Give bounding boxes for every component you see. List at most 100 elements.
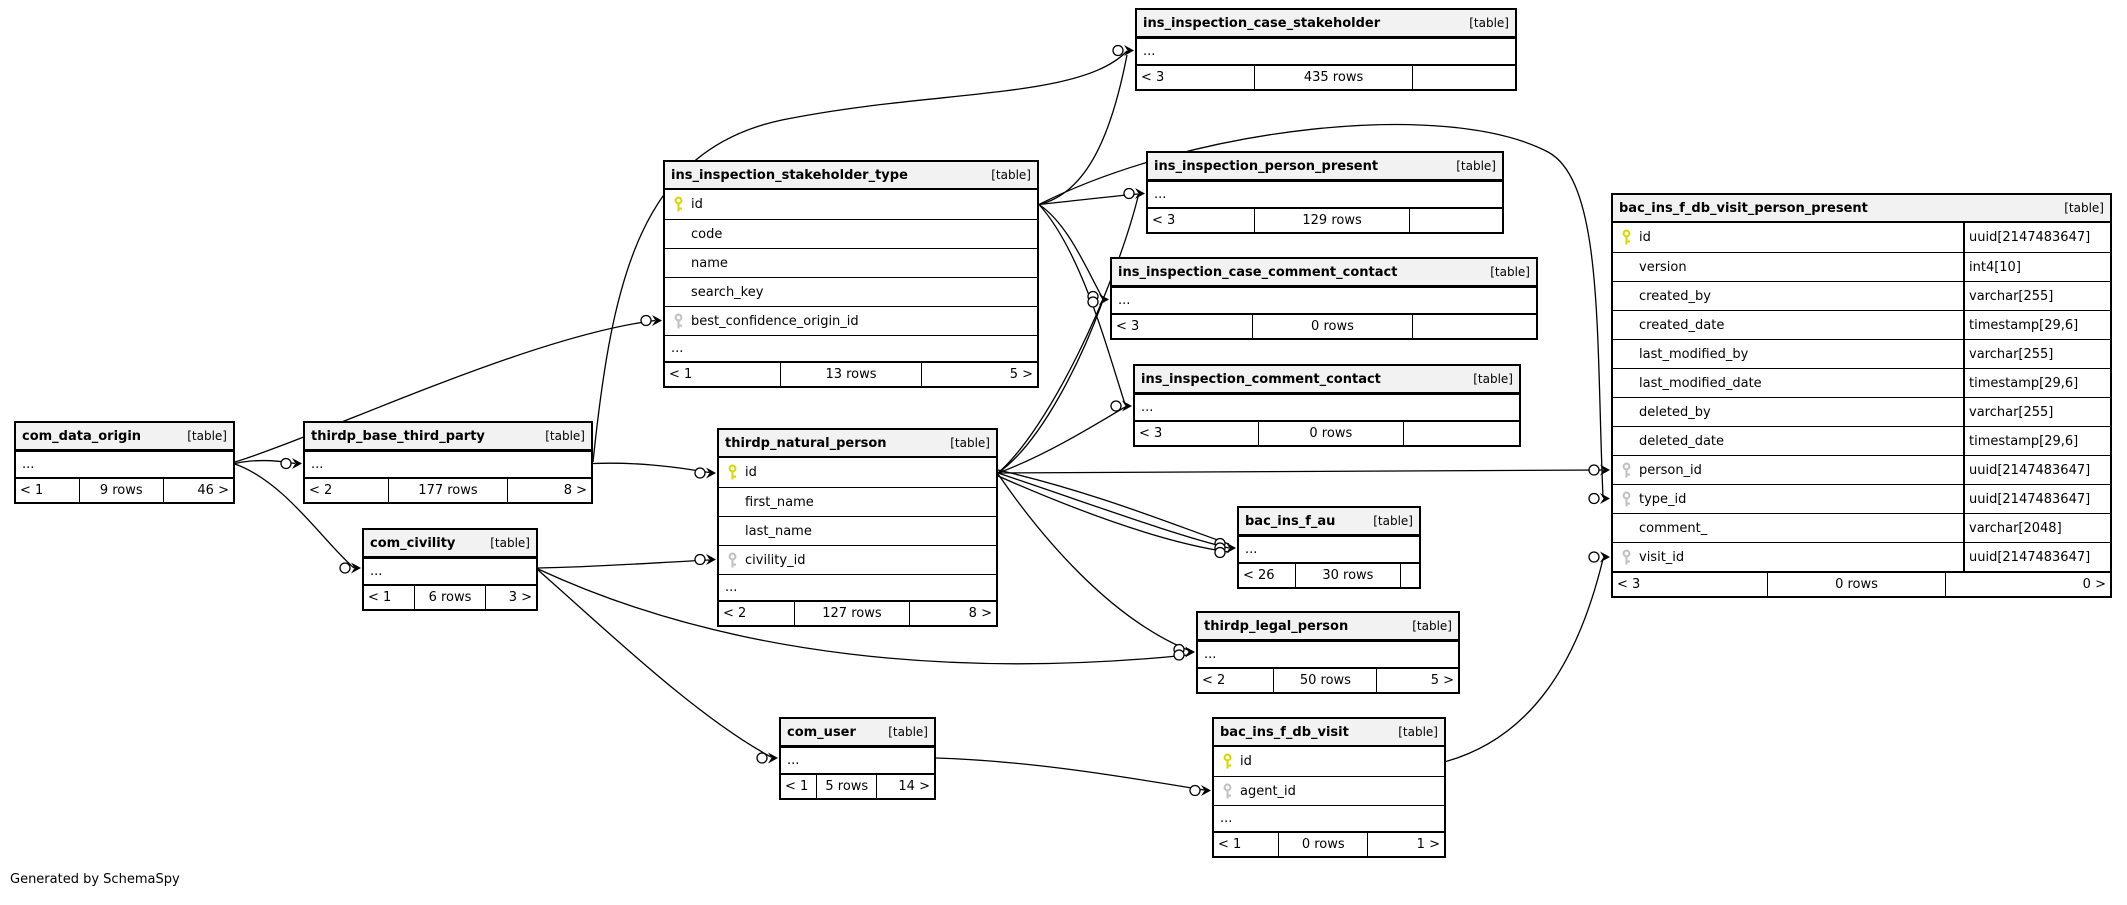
column-name-cell: last_modified_date xyxy=(1613,369,1963,397)
column-row-first_name[interactable]: first_name xyxy=(719,487,996,516)
parents-count: < 26 xyxy=(1243,568,1275,583)
table-header[interactable]: ins_inspection_stakeholder_type[table] xyxy=(665,162,1037,190)
arrowhead-icon xyxy=(1124,45,1134,56)
relationship-line xyxy=(997,473,1189,651)
table-title: ins_inspection_comment_contact xyxy=(1141,371,1381,387)
table-tag: [table] xyxy=(1473,372,1513,386)
table-title: thirdp_legal_person xyxy=(1204,618,1349,634)
column-name-cell: type_id xyxy=(1613,485,1963,513)
table-header[interactable]: ins_inspection_case_stakeholder[table] xyxy=(1137,10,1515,38)
column-name-cell: search_key xyxy=(665,278,1037,306)
column-row-id[interactable]: id xyxy=(665,190,1037,219)
children-count: 3 > xyxy=(508,590,532,605)
arrowhead-icon xyxy=(768,752,778,764)
table-header[interactable]: ins_inspection_case_comment_contact[tabl… xyxy=(1112,259,1536,287)
table-header[interactable]: com_data_origin[table] xyxy=(16,423,233,451)
column-row-code[interactable]: code xyxy=(665,219,1037,248)
table-title: bac_ins_f_db_visit xyxy=(1220,724,1349,740)
parents-count: < 3 xyxy=(1617,577,1641,592)
table-header[interactable]: com_civility[table] xyxy=(364,530,536,558)
column-row-id[interactable]: id xyxy=(719,458,996,487)
column-row-name[interactable]: name xyxy=(665,248,1037,277)
primary-key-icon xyxy=(719,464,745,481)
table-header[interactable]: bac_ins_f_au[table] xyxy=(1239,508,1419,536)
generator-caption: Generated by SchemaSpy xyxy=(10,872,180,887)
column-row-search_key[interactable]: search_key xyxy=(665,277,1037,306)
table-node-ins_inspection_case_stakeholder[interactable]: ins_inspection_case_stakeholder[table]..… xyxy=(1135,8,1517,91)
table-header[interactable]: thirdp_base_third_party[table] xyxy=(305,423,591,451)
column-name-cell: id xyxy=(1613,223,1963,252)
table-header[interactable]: bac_ins_f_db_visit_person_present[table] xyxy=(1613,195,2110,223)
column-name-cell: name xyxy=(665,249,1037,277)
ellipsis-label: ... xyxy=(1245,542,1258,557)
arrowhead-icon xyxy=(1201,785,1211,796)
table-tag: [table] xyxy=(187,429,227,443)
table-title: ins_inspection_case_comment_contact xyxy=(1118,264,1398,280)
table-header[interactable]: ins_inspection_person_present[table] xyxy=(1148,153,1502,181)
children-count: 8 > xyxy=(968,606,992,621)
table-node-ins_inspection_comment_contact[interactable]: ins_inspection_comment_contact[table]...… xyxy=(1133,364,1521,447)
table-header[interactable]: ins_inspection_comment_contact [table] xyxy=(1135,366,1519,394)
table-header[interactable]: com_user[table] xyxy=(781,719,934,747)
table-node-bac_ins_f_db_visit_person_present[interactable]: bac_ins_f_db_visit_person_present[table]… xyxy=(1611,193,2112,598)
table-header[interactable]: thirdp_natural_person[table] xyxy=(719,430,996,458)
row-count: 129 rows xyxy=(1254,209,1410,232)
column-name: agent_id xyxy=(1240,783,1296,799)
foreign-key-icon xyxy=(719,552,745,569)
parents-count: < 1 xyxy=(368,590,392,605)
relationship-line xyxy=(592,50,1128,463)
table-node-ins_inspection_person_present[interactable]: ins_inspection_person_present[table]...<… xyxy=(1146,151,1504,234)
relationship-line xyxy=(935,757,1205,791)
children-count: 5 > xyxy=(1009,367,1033,382)
table-header[interactable]: thirdp_legal_person[table] xyxy=(1198,613,1458,641)
column-row-id[interactable]: id xyxy=(1214,747,1444,776)
children-count: 1 > xyxy=(1416,837,1440,852)
table-tag: [table] xyxy=(1469,16,1509,30)
fk-circle xyxy=(694,467,706,479)
table-node-ins_inspection_stakeholder_type[interactable]: ins_inspection_stakeholder_type[table]id… xyxy=(663,160,1039,388)
column-row-best_confidence_origin_id[interactable]: best_confidence_origin_id xyxy=(665,306,1037,335)
column-row-last_name[interactable]: last_name xyxy=(719,516,996,545)
children-count xyxy=(1410,209,1502,232)
column-name: created_date xyxy=(1639,317,1725,333)
row-count: 0 rows xyxy=(1767,573,1946,596)
relationship-line xyxy=(1038,203,1103,298)
row-count: 50 rows xyxy=(1273,669,1378,692)
column-name-cell: code xyxy=(665,220,1037,248)
collapsed-columns-row: ... xyxy=(665,335,1037,361)
table-header[interactable]: bac_ins_f_db_visit[table] xyxy=(1214,719,1444,747)
table-node-ins_inspection_case_comment_contact[interactable]: ins_inspection_case_comment_contact[tabl… xyxy=(1110,257,1538,340)
arrowhead-icon xyxy=(1099,294,1109,305)
children-count xyxy=(1404,422,1519,445)
column-name: code xyxy=(691,226,723,242)
column-name: last_modified_date xyxy=(1639,375,1762,391)
column-row-agent_id[interactable]: agent_id xyxy=(1214,776,1444,805)
collapsed-columns-row: ... xyxy=(1214,805,1444,831)
children-count xyxy=(1413,66,1515,89)
column-row-comment_[interactable]: comment_varchar[2048] xyxy=(1613,513,2110,542)
collapsed-columns-row: ... xyxy=(719,574,996,600)
column-name: comment_ xyxy=(1639,520,1708,536)
row-count: 127 rows xyxy=(793,602,911,625)
column-row-civility_id[interactable]: civility_id xyxy=(719,545,996,574)
table-tag: [table] xyxy=(2064,201,2104,215)
